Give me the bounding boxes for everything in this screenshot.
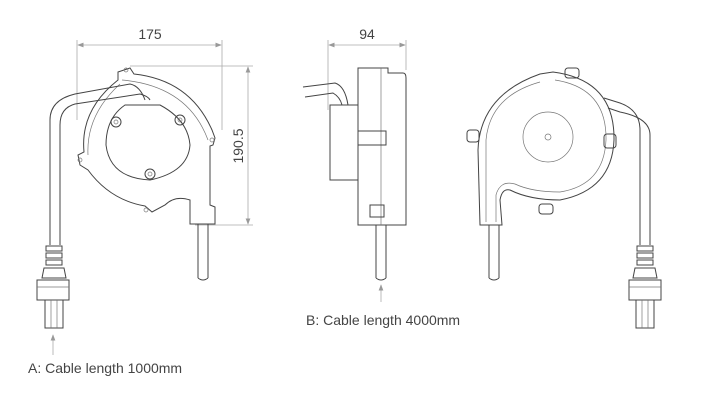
side-view: 94 B: Cable length 4000mm bbox=[302, 26, 460, 328]
front-view-back-side: 175 190.5 bbox=[28, 26, 253, 376]
cable-a bbox=[49, 83, 209, 281]
dimension-width: 175 bbox=[76, 26, 223, 130]
connector-plug bbox=[36, 245, 70, 329]
dimension-depth-label: 94 bbox=[359, 26, 375, 42]
blower-housing bbox=[77, 67, 216, 225]
front-view-motor-side bbox=[466, 67, 662, 329]
dimension-depth: 94 bbox=[327, 26, 407, 110]
callout-a-label: A: Cable length 1000mm bbox=[28, 360, 182, 376]
connector-plug-right bbox=[628, 245, 662, 329]
callout-b-label: B: Cable length 4000mm bbox=[306, 312, 460, 328]
dimension-height-label: 190.5 bbox=[230, 128, 246, 163]
dimension-height: 190.5 bbox=[130, 65, 253, 226]
dimension-width-label: 175 bbox=[138, 26, 162, 42]
